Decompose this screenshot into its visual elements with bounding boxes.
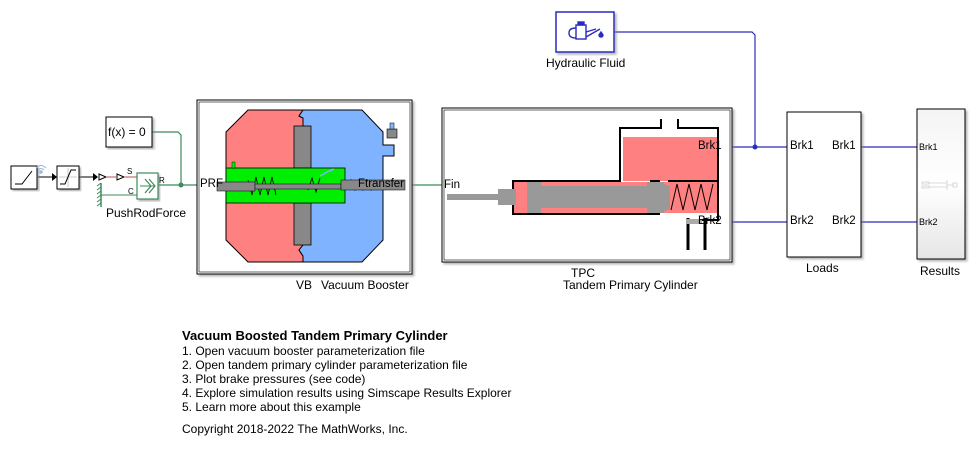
connection-hydraulic-fluid[interactable] <box>614 31 756 147</box>
port-s-label: S <box>127 167 133 176</box>
spring-icon <box>670 183 714 211</box>
force-arrow-icon <box>144 178 152 194</box>
link-open-tpc-params[interactable]: 2. Open tandem primary cylinder paramete… <box>182 358 468 372</box>
scope-icon <box>921 180 958 190</box>
link-plot-brake-pressures[interactable]: 3. Plot brake pressures (see code) <box>182 372 366 386</box>
link-results-explorer[interactable]: 4. Explore simulation results using Sims… <box>182 386 512 400</box>
vacuum-booster-block[interactable] <box>196 99 413 275</box>
diaphragm-upper <box>293 125 312 169</box>
reservoir <box>623 137 717 181</box>
ps-converter-in <box>98 173 108 181</box>
output-rod <box>340 179 406 191</box>
primary-piston <box>527 182 541 213</box>
hydraulic-fluid-label[interactable]: Hydraulic Fluid <box>546 56 626 70</box>
loads-in-brk1-label: Brk1 <box>790 140 814 152</box>
oil-can-icon <box>568 21 604 40</box>
results-label[interactable]: Results <box>920 264 961 278</box>
port-fin-label: Fin <box>444 179 460 191</box>
signal-logging-icon <box>35 165 47 174</box>
results-block[interactable] <box>916 108 966 260</box>
constraint-label: f(x) = 0 <box>108 125 146 139</box>
annotation-title: Vacuum Boosted Tandem Primary Cylinder <box>182 328 448 343</box>
port-r-label: R <box>159 176 165 185</box>
secondary-piston <box>647 182 664 213</box>
ps-converter-out <box>116 173 126 181</box>
arrow-head <box>93 173 98 181</box>
port-ftransfer-label: Ftransfer <box>358 178 405 190</box>
hydraulic-fluid-block[interactable] <box>555 11 615 53</box>
loads-out-brk1-label: Brk1 <box>832 140 856 152</box>
tandem-primary-cylinder-label[interactable]: Tandem Primary Cylinder <box>563 278 698 292</box>
loads-out-brk2-label: Brk2 <box>832 215 856 227</box>
vacuum-booster-label[interactable]: Vacuum Booster <box>321 278 409 292</box>
loads-block[interactable] <box>786 111 862 258</box>
loads-in-brk2-label: Brk2 <box>790 215 814 227</box>
check-valve <box>386 128 398 139</box>
port-prf-label: PRF <box>200 178 223 190</box>
junction-dot <box>752 144 758 150</box>
ramp-block[interactable] <box>10 165 38 190</box>
arrow-head <box>52 173 57 181</box>
saturation-block[interactable] <box>56 165 80 190</box>
connections <box>38 31 917 223</box>
connection-constraint[interactable] <box>152 131 182 185</box>
results-in-brk1-label: Brk1 <box>919 142 938 152</box>
push-rod-force-label[interactable]: PushRodForce <box>106 206 187 220</box>
junction-dot <box>178 182 184 188</box>
results-in-brk2-label: Brk2 <box>919 217 938 227</box>
link-learn-more[interactable]: 5. Learn more about this example <box>182 400 361 414</box>
constraint-block[interactable] <box>105 116 153 148</box>
copyright-text: Copyright 2018-2022 The MathWorks, Inc. <box>182 422 408 436</box>
port-brk1-label: Brk1 <box>698 140 722 152</box>
input-rod <box>447 194 499 200</box>
tandem-primary-cylinder-block[interactable] <box>441 107 733 263</box>
ramp-icon <box>15 170 33 185</box>
saturation-icon <box>60 169 76 185</box>
model-annotation: Vacuum Boosted Tandem Primary Cylinder 1… <box>182 328 512 437</box>
vb-short-label: VB <box>296 278 313 292</box>
tpc-short-label: TPC <box>571 266 595 280</box>
push-rod-force-block[interactable] <box>136 172 159 200</box>
link-open-vb-params[interactable]: 1. Open vacuum booster parameterization … <box>182 344 425 358</box>
loads-label[interactable]: Loads <box>806 261 839 275</box>
port-brk2-label: Brk2 <box>698 215 722 227</box>
diaphragm-lower <box>293 202 312 246</box>
ground-hatch-icon <box>96 182 102 207</box>
port-c-label: C <box>128 187 134 196</box>
